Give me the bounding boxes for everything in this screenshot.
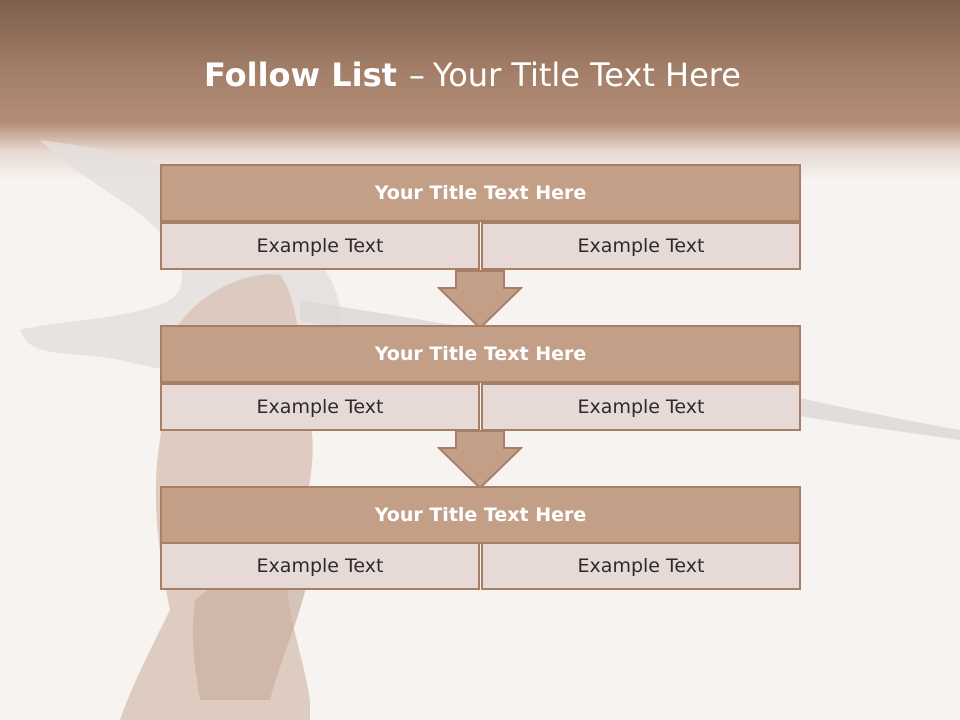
block-row: Example Text Example Text (160, 542, 801, 590)
block-title: Your Title Text Here (160, 325, 801, 383)
block-cell-left: Example Text (160, 542, 480, 590)
slide-title: Follow List–Your Title Text Here (0, 56, 945, 94)
block-row: Example Text Example Text (160, 222, 801, 270)
block-cell-left: Example Text (160, 383, 480, 431)
block-cell-right: Example Text (481, 383, 801, 431)
down-arrow-icon (437, 270, 523, 330)
block-title: Your Title Text Here (160, 164, 801, 222)
title-dash: – (408, 56, 425, 94)
title-rest: Your Title Text Here (432, 56, 741, 94)
header-band (0, 0, 960, 180)
block-row: Example Text Example Text (160, 383, 801, 431)
title-bold-part: Follow List (204, 56, 397, 94)
block-cell-right: Example Text (481, 542, 801, 590)
block-title: Your Title Text Here (160, 486, 801, 544)
block-cell-right: Example Text (481, 222, 801, 270)
block-cell-left: Example Text (160, 222, 480, 270)
down-arrow-icon (437, 430, 523, 490)
